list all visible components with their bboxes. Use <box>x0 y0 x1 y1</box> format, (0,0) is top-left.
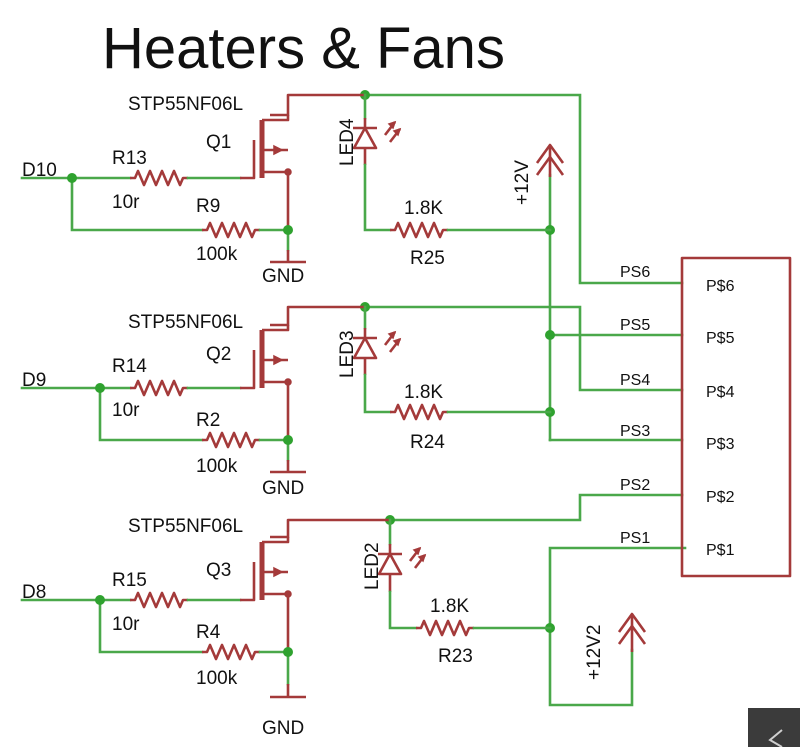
diagram-title: Heaters & Fans <box>102 16 505 81</box>
resistor-r13 <box>128 169 190 187</box>
resistor-r9 <box>200 221 262 239</box>
pin-label-3: P$3 <box>706 436 735 453</box>
supply-12v: +12V <box>512 143 565 205</box>
connector-body <box>680 256 792 578</box>
supply-12v-label: +12V <box>512 160 533 205</box>
gate-resistor-value: 10r <box>112 614 140 635</box>
mosfet-part: STP55NF06L <box>128 516 243 537</box>
pin-label-1: P$1 <box>706 542 735 559</box>
gate-resistor-value: 10r <box>112 192 140 213</box>
bus-wires <box>363 93 687 707</box>
resistor-r2 <box>200 431 262 449</box>
led-ref: LED2 <box>362 542 383 590</box>
wire-label-ps2: PS2 <box>620 477 650 494</box>
led-resistor-ref: R25 <box>410 248 445 269</box>
led-ref: LED3 <box>337 330 358 378</box>
gate-resistor-ref: R14 <box>112 356 147 377</box>
mosfet-part: STP55NF06L <box>128 94 243 115</box>
resistor-r14 <box>128 379 190 397</box>
stage-d9: D9 R14 10r R2 100k STP55NF06L Q2 GND LED… <box>20 305 552 499</box>
gate-resistor-ref: R13 <box>112 148 147 169</box>
mosfet-ref: Q1 <box>206 132 231 153</box>
connector: PS6 PS5 PS4 PS3 PS2 PS1 P$6 P$5 P$4 P$3 … <box>620 256 792 578</box>
pulldown-resistor-ref: R4 <box>196 622 221 643</box>
input-label-d8: D8 <box>22 582 46 603</box>
resistor-r15 <box>128 591 190 609</box>
supply-12v2-label: +12V2 <box>584 625 605 680</box>
pin-label-4: P$4 <box>706 384 735 401</box>
corner-thumbnail <box>748 708 800 747</box>
pin-label-5: P$5 <box>706 330 735 347</box>
wire-label-ps3: PS3 <box>620 423 650 440</box>
supply-12v2: +12V2 <box>584 612 647 680</box>
led-resistor-value: 1.8K <box>430 596 469 617</box>
gate-resistor-value: 10r <box>112 400 140 421</box>
resistor-r25 <box>388 221 450 239</box>
led-ref: LED4 <box>337 118 358 166</box>
resistor-r23 <box>414 619 476 637</box>
led-resistor-ref: R23 <box>438 646 473 667</box>
mosfet-part: STP55NF06L <box>128 312 243 333</box>
wire-label-ps5: PS5 <box>620 317 650 334</box>
wire-label-ps6: PS6 <box>620 264 650 281</box>
gate-resistor-ref: R15 <box>112 570 147 591</box>
resistor-r4 <box>200 643 262 661</box>
ground-label: GND <box>262 266 304 287</box>
led-resistor-value: 1.8K <box>404 382 443 403</box>
input-label-d10: D10 <box>22 160 57 181</box>
led-resistor-value: 1.8K <box>404 198 443 219</box>
pin-label-6: P$6 <box>706 278 735 295</box>
resistor-r24 <box>388 403 450 421</box>
pulldown-resistor-ref: R2 <box>196 410 220 431</box>
stage-d10: D10 R13 10r R9 100k STP55NF06L Q1 GND LE… <box>20 93 552 287</box>
wire-label-ps1: PS1 <box>620 530 650 547</box>
pulldown-resistor-value: 100k <box>196 244 238 265</box>
pin-label-2: P$2 <box>706 489 735 506</box>
pulldown-resistor-value: 100k <box>196 668 238 689</box>
wire-label-ps4: PS4 <box>620 372 650 389</box>
input-label-d9: D9 <box>22 370 46 391</box>
pulldown-resistor-value: 100k <box>196 456 238 477</box>
led-resistor-ref: R24 <box>410 432 445 453</box>
pulldown-resistor-ref: R9 <box>196 196 220 217</box>
ground-label: GND <box>262 478 304 499</box>
ground-label: GND <box>262 718 304 739</box>
mosfet-ref: Q3 <box>206 560 231 581</box>
mosfet-ref: Q2 <box>206 344 231 365</box>
stage-d8: D8 R15 10r R4 100k STP55NF06L Q3 GND LED… <box>20 516 552 739</box>
